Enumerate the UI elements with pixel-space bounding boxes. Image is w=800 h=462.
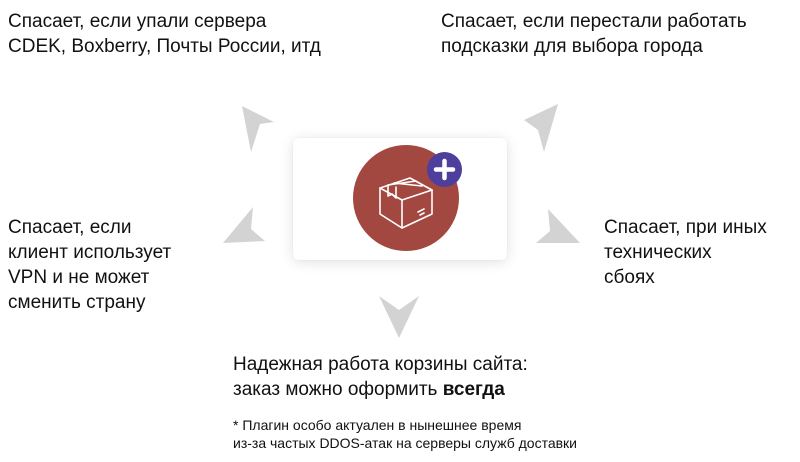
arrow-up-right-icon	[524, 104, 558, 152]
plus-icon	[433, 158, 456, 181]
callout-text: Спасает, если упали сервера	[8, 11, 267, 32]
callout-text: Надежная работа корзины сайта:	[233, 354, 528, 375]
callout-top-right: Спасает, если перестали работать подсказ…	[441, 9, 747, 59]
callout-top-left: Спасает, если упали сервера CDEK, Boxber…	[8, 9, 321, 59]
callout-text: CDEK, Boxberry, Почты России, итд	[8, 36, 321, 57]
arrow-up-left-icon	[242, 106, 274, 152]
package-box-icon	[379, 177, 433, 229]
callout-middle-right: Спасает, при иных технических сбоях	[604, 215, 767, 290]
callout-text: клиент использует	[8, 242, 172, 263]
callout-middle-left: Спасает, если клиент использует VPN и не…	[8, 215, 171, 315]
callout-text-prefix: заказ можно оформить	[233, 379, 443, 400]
footnote-line: * Плагин особо актуален в нынешнее время	[233, 417, 522, 433]
callout-text: сбоях	[604, 267, 655, 288]
callout-text: подсказки для выбора города	[441, 36, 703, 57]
callout-text: Спасает, если	[8, 217, 132, 238]
arrow-down-left-icon	[223, 207, 265, 243]
callout-text: Спасает, при иных	[604, 217, 767, 238]
footnote-line: из-за частых DDOS-атак на серверы служб …	[233, 435, 578, 451]
callout-text: технических	[604, 242, 712, 263]
footnote: * Плагин особо актуален в нынешнее время…	[233, 416, 577, 452]
callout-text: сменить страну	[8, 292, 146, 313]
callout-text: VPN и не может	[8, 267, 150, 288]
arrow-down-right-icon	[536, 209, 580, 243]
callout-text: Спасает, если перестали работать	[441, 11, 747, 32]
arrow-down-icon	[379, 296, 419, 338]
callout-text-bold: всегда	[442, 379, 505, 400]
callout-text-2: заказ можно оформить всегда	[233, 377, 528, 402]
callout-bottom: Надежная работа корзины сайта: заказ мож…	[233, 352, 528, 402]
